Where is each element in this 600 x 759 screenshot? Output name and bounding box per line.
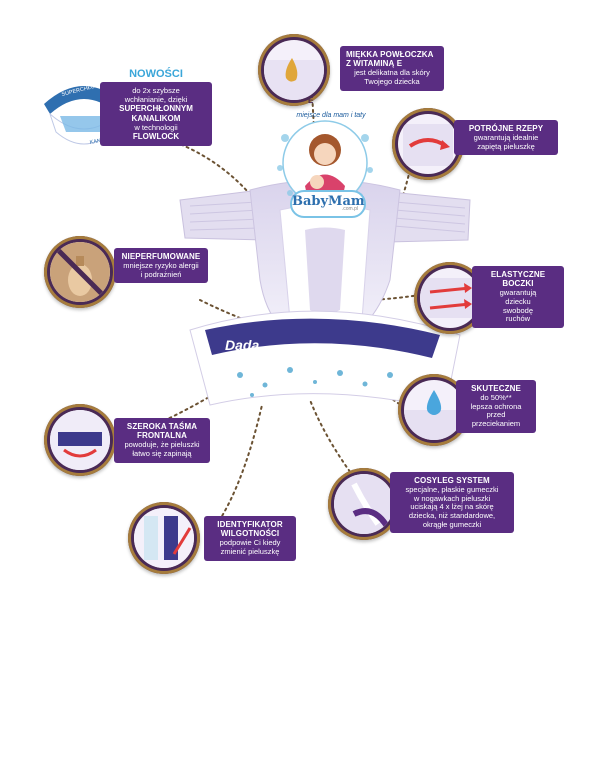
elastic-sides-desc-1: gwarantują xyxy=(499,288,537,298)
diaper-brand-text: Dada xyxy=(225,337,259,353)
cosyleg-desc-3: uciskają 4 x lżej na skórę xyxy=(410,502,494,512)
front-tape-title-1: SZEROKA TAŚMA xyxy=(126,422,198,431)
triple-tabs-circle xyxy=(392,108,464,180)
vitamin-e-desc-2: Twojego dziecka xyxy=(364,77,420,86)
highlight-line-2: wchłanianie, dzięki xyxy=(124,95,188,104)
wetness-box: IDENTYFIKATOR WILGOTNOŚCI podpowie Ci ki… xyxy=(204,516,296,561)
diaper-illustration: Dada xyxy=(179,179,471,411)
front-tape-title-2: FRONTALNA xyxy=(136,431,188,441)
logo-tagline: miejsce dla mam i taty xyxy=(296,112,366,119)
effective-desc-4: przeciekaniem xyxy=(471,419,521,429)
elastic-sides-desc-3: swobodę xyxy=(502,305,534,315)
highlight-block: NOWOŚCI do 2x szybsze wchłanianie, dzięk… xyxy=(100,68,212,146)
front-tape-icon xyxy=(50,410,110,470)
elastic-sides-title-2: BOCZKI xyxy=(502,279,534,289)
vitamin-e-desc-1: jest delikatna dla skóry xyxy=(354,68,430,78)
wetness-desc-1: podpowie Ci kiedy xyxy=(219,538,281,548)
triple-tabs-desc-1: gwarantują idealnie xyxy=(473,133,539,143)
highlight-bold-1: SUPERCHŁONNYM xyxy=(119,104,193,113)
elastic-sides-desc-4: ruchów xyxy=(505,314,531,324)
triple-tabs-title: POTRÓJNE RZEPY xyxy=(468,124,544,133)
cosyleg-title: COSYLEG SYSTEM xyxy=(414,476,490,485)
cosyleg-desc-2: w nogawkach pieluszki xyxy=(413,493,491,503)
elastic-sides-box: ELASTYCZNE BOCZKI gwarantują dziecku swo… xyxy=(472,266,564,328)
wetness-title-2: WILGOTNOŚCI xyxy=(220,529,280,539)
elastic-sides-desc-2: dziecku xyxy=(505,297,531,306)
velcro-tab-icon xyxy=(403,124,453,166)
cosyleg-circle xyxy=(328,468,400,540)
unscented-desc-1: mniejsze ryzyko alergii xyxy=(123,261,199,271)
vitamin-e-title-1: MIĘKKA POWŁOCZKA xyxy=(346,50,434,59)
vitamin-drop-icon xyxy=(264,58,324,100)
effective-desc-1: do 50%** xyxy=(480,393,512,403)
front-tape-desc-2: łatwo się zapinają xyxy=(132,449,192,458)
unscented-box: NIEPERFUMOWANE mniejsze ryzyko alergii i… xyxy=(114,248,208,284)
wetness-circle xyxy=(128,502,200,574)
front-tape-circle xyxy=(44,404,116,476)
vitamin-e-box: MIĘKKA POWŁOCZKA Z WITAMINĄ E jest delik… xyxy=(340,46,444,91)
water-drop-icon xyxy=(404,390,464,440)
vitamin-e-title-2: Z WITAMINĄ E xyxy=(346,59,403,69)
front-tape-box: SZEROKA TAŚMA FRONTALNA powoduje, że pie… xyxy=(114,418,210,463)
highlight-line-3: w technologii xyxy=(134,123,178,133)
cosyleg-box: COSYLEG SYSTEM specjalne, płaskie gumecz… xyxy=(390,472,514,534)
highlight-title: NOWOŚCI xyxy=(129,68,183,80)
unscented-circle xyxy=(44,236,116,308)
logo-wordmark: BabyMam .com.pl xyxy=(290,190,366,218)
effective-title: SKUTECZNE xyxy=(471,384,521,393)
highlight-line-1: do 2x szybsze xyxy=(132,86,180,95)
triple-tabs-desc-2: zapiętą pieluszkę xyxy=(477,141,535,151)
vitamin-e-letter: E xyxy=(308,96,314,105)
elastic-sides-title-1: ELASTYCZNE xyxy=(490,270,546,279)
leg-elastic-icon xyxy=(334,474,394,534)
front-tape-desc-1: powoduje, że pieluszki xyxy=(124,440,200,450)
unscented-title: NIEPERFUMOWANE xyxy=(121,252,201,261)
no-perfume-icon xyxy=(50,242,110,302)
wetness-title-1: IDENTYFIKATOR xyxy=(217,520,283,529)
cosyleg-desc-4: dziecka, niż standardowe, xyxy=(408,511,496,521)
wetness-desc-2: zmienić pieluszkę xyxy=(220,547,280,556)
highlight-bold-3: FLOWLOCK xyxy=(132,132,180,142)
unscented-desc-2: i podrażnień xyxy=(140,269,182,279)
cosyleg-desc-5: okrągłe gumeczki xyxy=(422,519,482,529)
stretch-arrows-icon xyxy=(420,278,480,318)
wetness-indicator-icon xyxy=(134,508,194,568)
cosyleg-desc-1: specjalne, płaskie gumeczki xyxy=(405,485,499,495)
highlight-box: do 2x szybsze wchłanianie, dzięki SUPERC… xyxy=(100,82,212,146)
effective-box: SKUTECZNE do 50%** lepsza ochrona przed … xyxy=(456,380,536,433)
effective-desc-3: przed xyxy=(486,410,506,420)
triple-tabs-box: POTRÓJNE RZEPY gwarantują idealnie zapię… xyxy=(454,120,558,156)
logo-brand-text: BabyMam xyxy=(292,194,365,209)
highlight-bold-2: KANALIKOM xyxy=(131,113,181,123)
effective-desc-2: lepsza ochrona xyxy=(470,401,522,411)
vitamin-e-circle xyxy=(258,34,330,106)
logo-domain-text: .com.pl xyxy=(341,206,358,212)
